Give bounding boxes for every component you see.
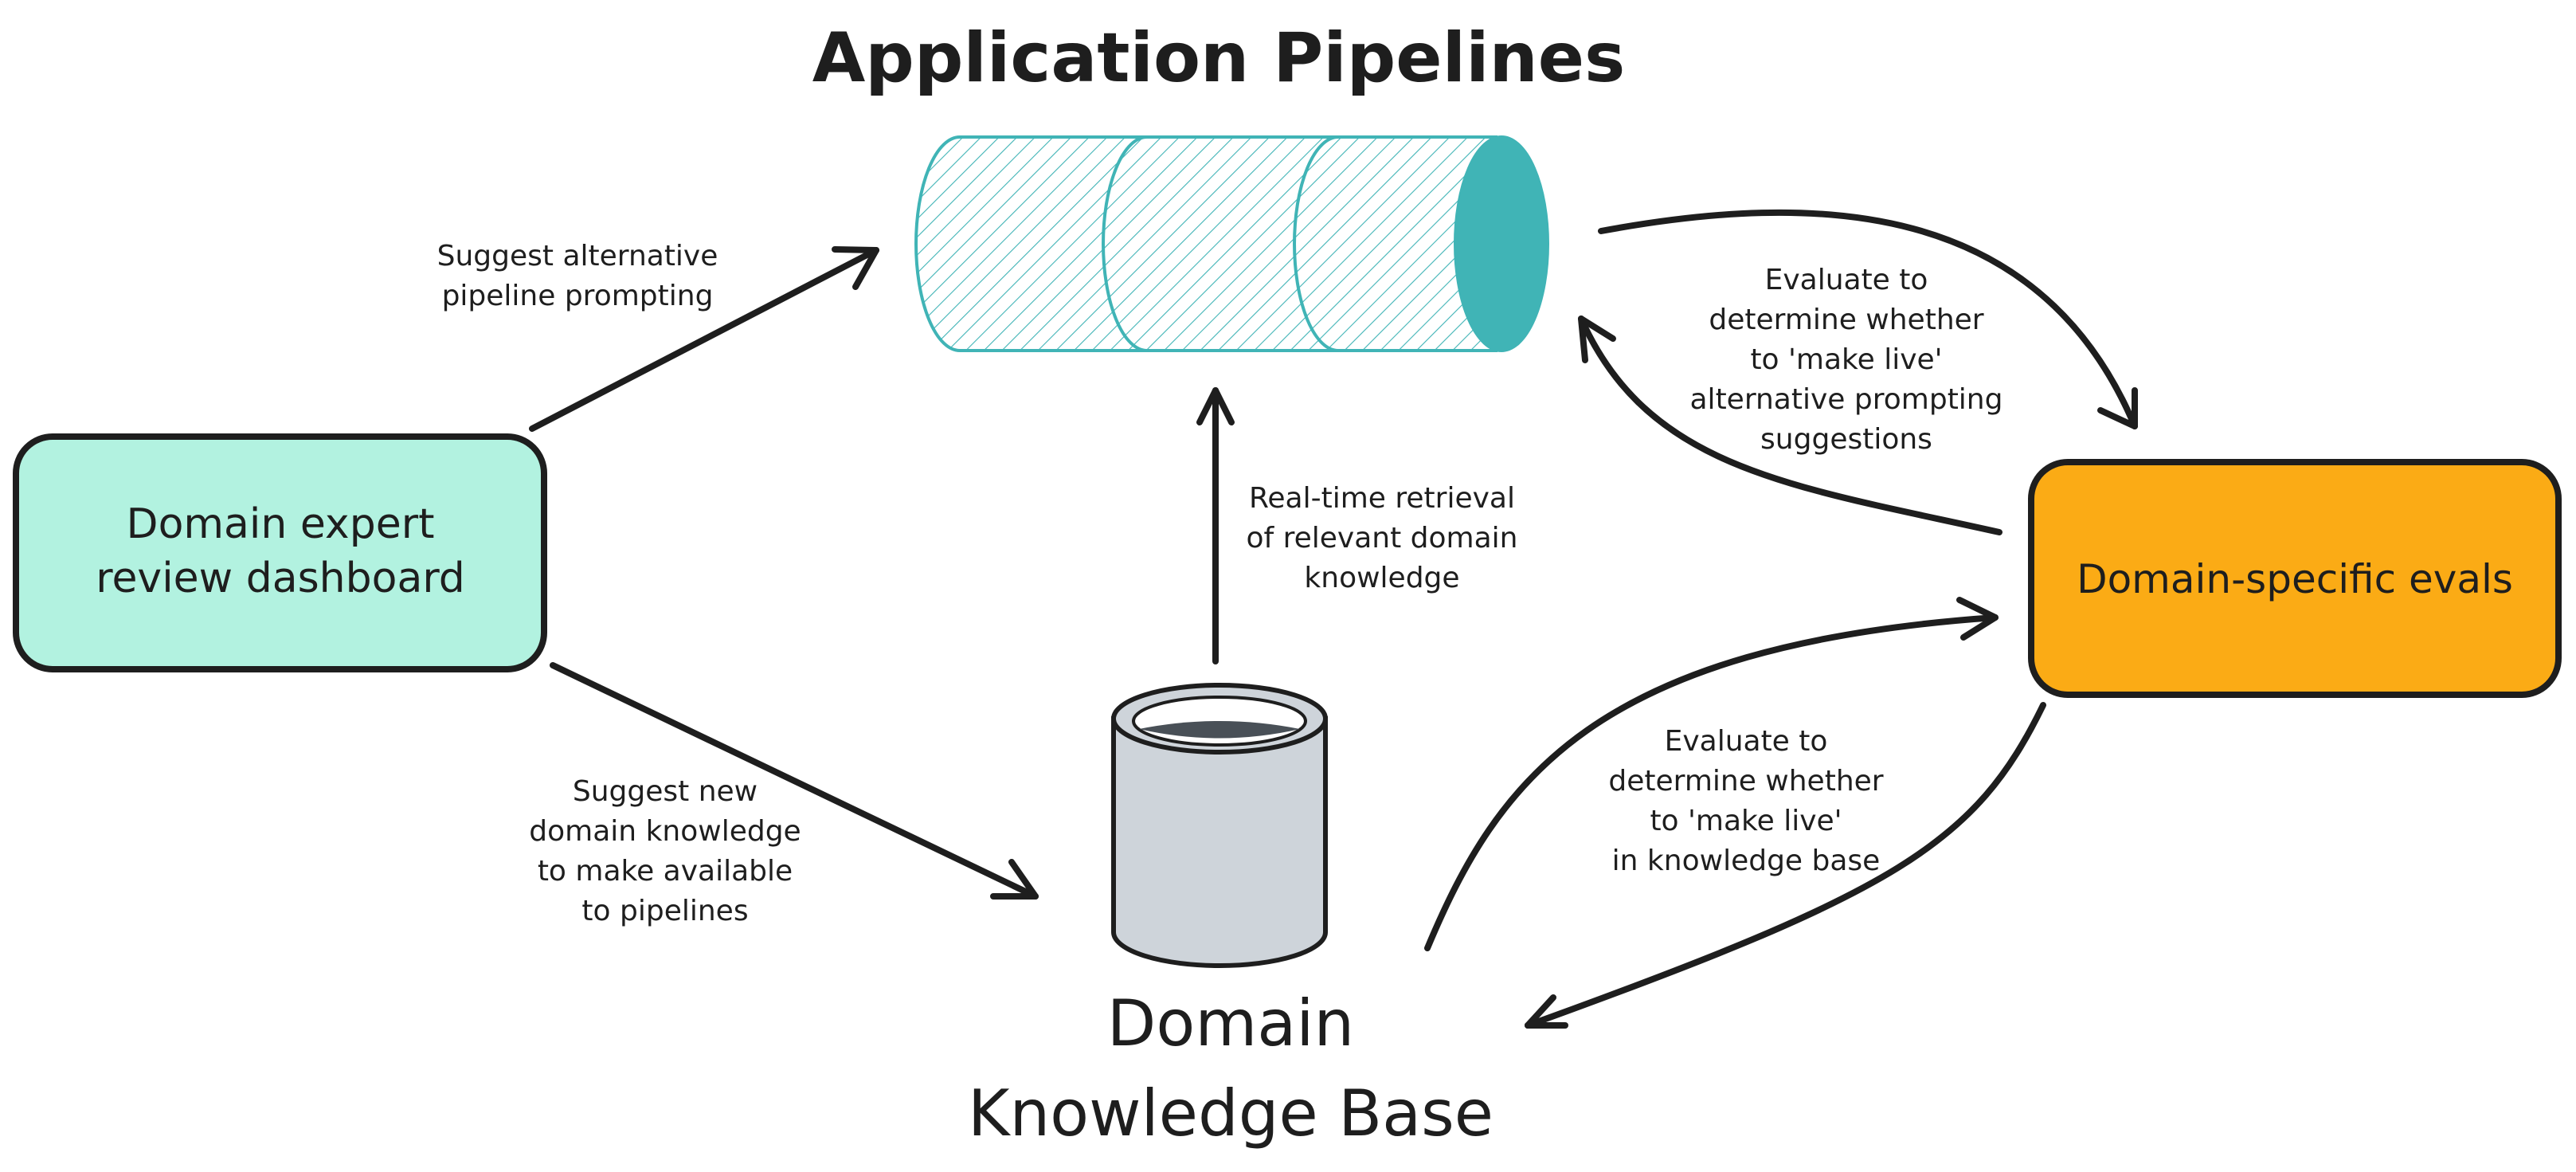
- label-eval-prompting-3: to 'make live': [1750, 343, 1942, 376]
- label-suggest-prompting-1: Suggest alternative: [437, 240, 718, 272]
- label-suggest-knowledge-2: domain knowledge: [529, 815, 801, 848]
- dashboard-label-line2: review dashboard: [96, 555, 465, 602]
- label-eval-prompting-5: suggestions: [1760, 423, 1932, 456]
- label-eval-prompting-4: alternative prompting: [1690, 383, 2003, 416]
- pipeline-icon: [914, 135, 1549, 352]
- label-suggest-knowledge-4: to pipelines: [581, 895, 748, 927]
- label-retrieval-2: of relevant domain: [1246, 522, 1517, 555]
- arrow-suggest-prompting: [529, 246, 879, 432]
- label-eval-knowledge-2: determine whether: [1608, 765, 1883, 798]
- label-retrieval-3: knowledge: [1304, 562, 1459, 594]
- label-eval-knowledge-3: to 'make live': [1650, 805, 1842, 837]
- label-retrieval-1: Real-time retrieval: [1249, 482, 1515, 515]
- evals-label: Domain-specific evals: [2077, 556, 2513, 602]
- label-eval-knowledge-1: Evaluate to: [1665, 725, 1828, 758]
- dashboard-label-line1: Domain expert: [127, 500, 435, 548]
- arrow-evals-to-pipelines: [1578, 316, 2002, 535]
- label-suggest-knowledge-3: to make available: [538, 855, 793, 888]
- label-eval-prompting-1: Evaluate to: [1765, 264, 1928, 296]
- kb-title-line1: Domain: [1107, 986, 1354, 1060]
- pipelines-title: Application Pipelines: [812, 18, 1626, 98]
- arrow-pipelines-to-evals: [1598, 209, 2138, 429]
- label-suggest-prompting-2: pipeline prompting: [442, 280, 714, 312]
- arrow-kb-to-evals: [1424, 597, 1999, 951]
- label-suggest-knowledge-1: Suggest new: [573, 775, 758, 808]
- dashboard-node[interactable]: Domain expert review dashboard: [13, 433, 547, 672]
- arrow-suggest-knowledge: [550, 662, 1039, 900]
- arrow-evals-to-kb: [1525, 702, 2046, 1029]
- evals-node[interactable]: Domain-specific evals: [2028, 459, 2562, 698]
- kb-title-line2: Knowledge Base: [968, 1076, 1494, 1150]
- label-eval-knowledge-4: in knowledge base: [1612, 845, 1881, 877]
- label-eval-prompting-2: determine whether: [1709, 304, 1983, 336]
- arrow-retrieval: [1196, 387, 1235, 664]
- database-icon: [1111, 683, 1328, 968]
